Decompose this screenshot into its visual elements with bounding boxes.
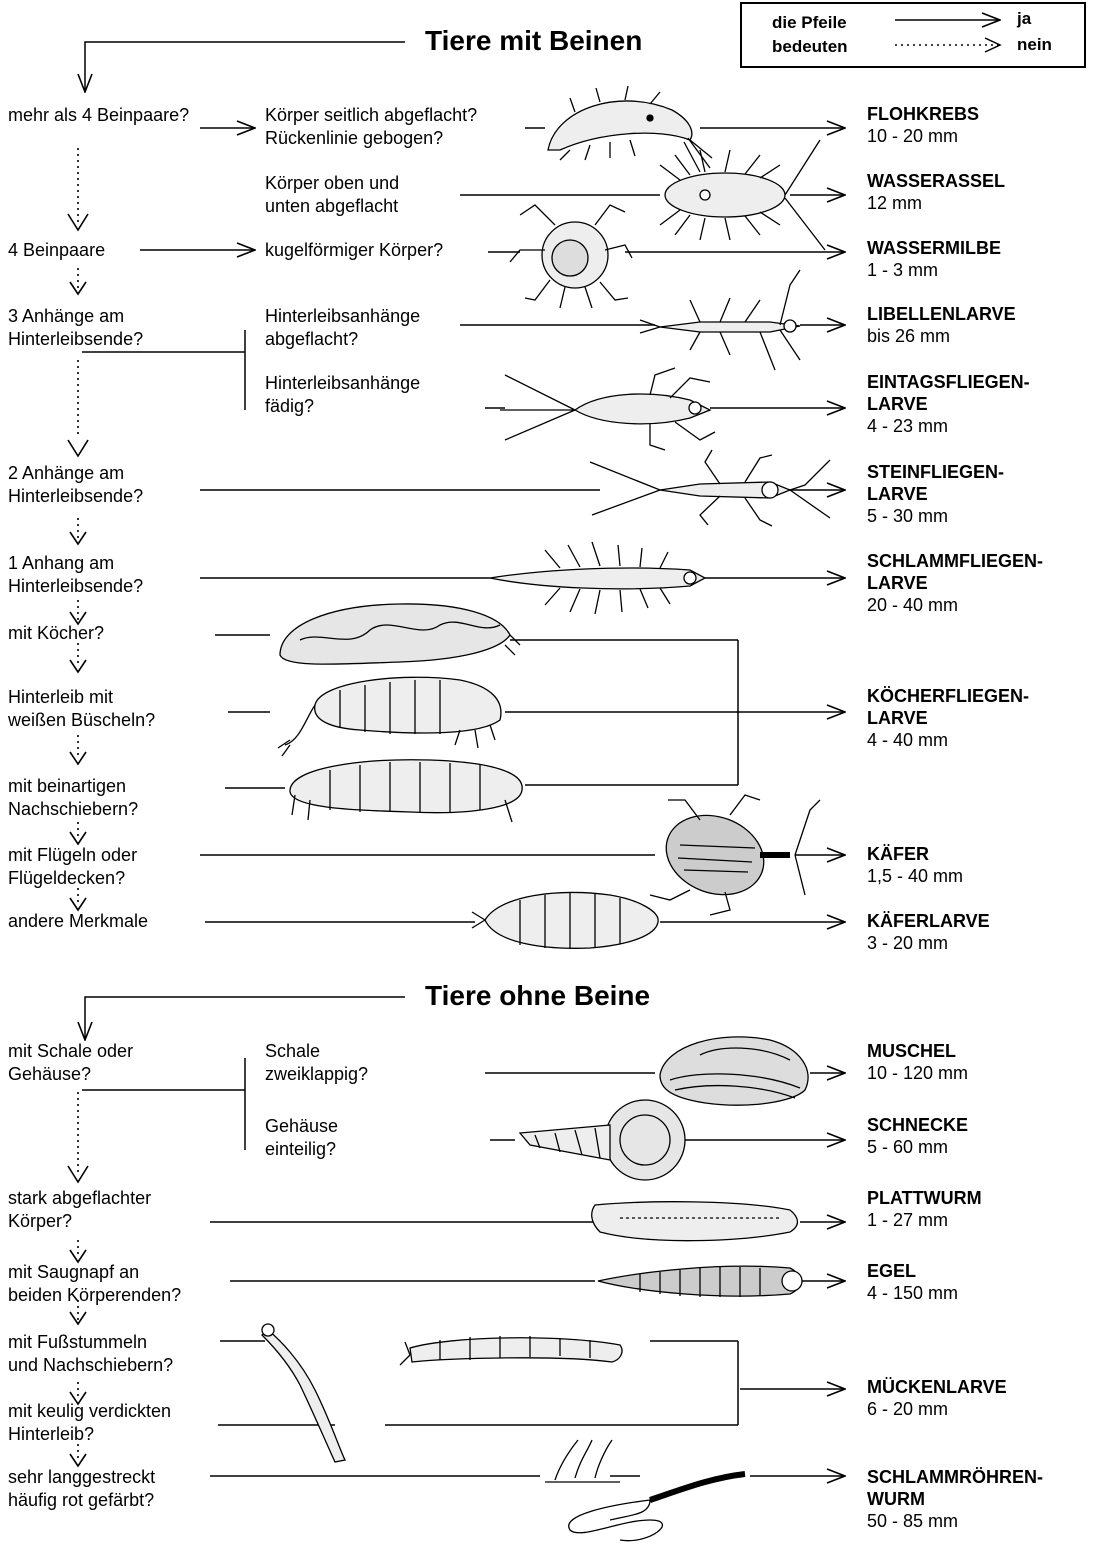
- question-leg-like-pushers: mit beinartigen Nachschiebern?: [8, 775, 138, 821]
- connector-lines: [82, 42, 845, 1476]
- legend-line1: die Pfeile: [772, 12, 847, 33]
- question-case: mit Köcher?: [8, 622, 104, 645]
- question-more-than-4-leg-pairs: mehr als 4 Beinpaare?: [8, 104, 189, 127]
- question-foot-stumps: mit Fußstummeln und Nachschiebern?: [8, 1331, 173, 1377]
- question-3-appendages: 3 Anhänge am Hinterleibsende?: [8, 305, 143, 351]
- schlammroehrenwurm-illustration: [545, 1440, 745, 1541]
- legend-box: die Pfeile bedeuten ja nein: [740, 2, 1086, 68]
- question-shell-or-case: mit Schale oder Gehäuse?: [8, 1040, 133, 1086]
- legend-no: nein: [1017, 34, 1052, 55]
- plattwurm-illustration: [592, 1202, 798, 1241]
- kaeferlarve-illustration: [472, 892, 658, 949]
- heading-with-legs: Tiere mit Beinen: [425, 25, 642, 57]
- mid-question-flat-appendages: Hinterleibsanhänge abgeflacht?: [265, 305, 420, 351]
- question-club-abdomen: mit keulig verdickten Hinterleib?: [8, 1400, 171, 1446]
- mueckenlarve-illustration: [262, 1324, 622, 1462]
- eintagsfliegenlarve-illustration: [500, 368, 715, 450]
- kaefer-illustration: [650, 795, 820, 915]
- question-other-features: andere Merkmale: [8, 910, 148, 933]
- heading-without-legs: Tiere ohne Beine: [425, 980, 650, 1012]
- question-flattened-body: stark abgeflachter Körper?: [8, 1187, 151, 1233]
- question-suckers: mit Saugnapf an beiden Körperenden?: [8, 1261, 181, 1307]
- legend-yes: ja: [1017, 8, 1031, 29]
- egel-illustration: [598, 1266, 802, 1297]
- koecherfliegenlarve-illustration: [278, 677, 501, 756]
- question-wings: mit Flügeln oder Flügeldecken?: [8, 844, 137, 890]
- flohkrebs-illustration: [548, 86, 712, 172]
- mid-question-bivalve: Schale zweiklappig?: [265, 1040, 368, 1086]
- steinfliegenlarve-illustration: [590, 450, 830, 526]
- question-white-tufts: Hinterleib mit weißen Büscheln?: [8, 686, 155, 732]
- nachschieber-larve-illustration: [290, 760, 522, 822]
- question-2-appendages: 2 Anhänge am Hinterleibsende?: [8, 462, 143, 508]
- question-elongated-red: sehr langgestreckt häufig rot gefärbt?: [8, 1466, 155, 1512]
- schlammfliegenlarve-illustration: [490, 542, 705, 614]
- question-1-appendage: 1 Anhang am Hinterleibsende?: [8, 552, 143, 598]
- mid-question-single-shell: Gehäuse einteilig?: [265, 1115, 338, 1161]
- libellenlarve-illustration: [640, 270, 800, 370]
- question-4-leg-pairs: 4 Beinpaare: [8, 239, 105, 262]
- mid-question-spherical: kugelförmiger Körper?: [265, 239, 443, 262]
- mid-question-dorsoventral-flat: Körper oben und unten abgeflacht: [265, 172, 399, 218]
- muschel-illustration: [660, 1037, 808, 1105]
- koecher-illustration: [280, 604, 520, 664]
- wassermilbe-illustration: [510, 205, 632, 308]
- mid-question-laterally-flattened: Körper seitlich abgeflacht? Rückenlinie …: [265, 104, 477, 150]
- mid-question-thread-appendages: Hinterleibsanhänge fädig?: [265, 372, 420, 418]
- schnecke-illustration: [520, 1100, 685, 1180]
- legend-line2: bedeuten: [772, 36, 848, 57]
